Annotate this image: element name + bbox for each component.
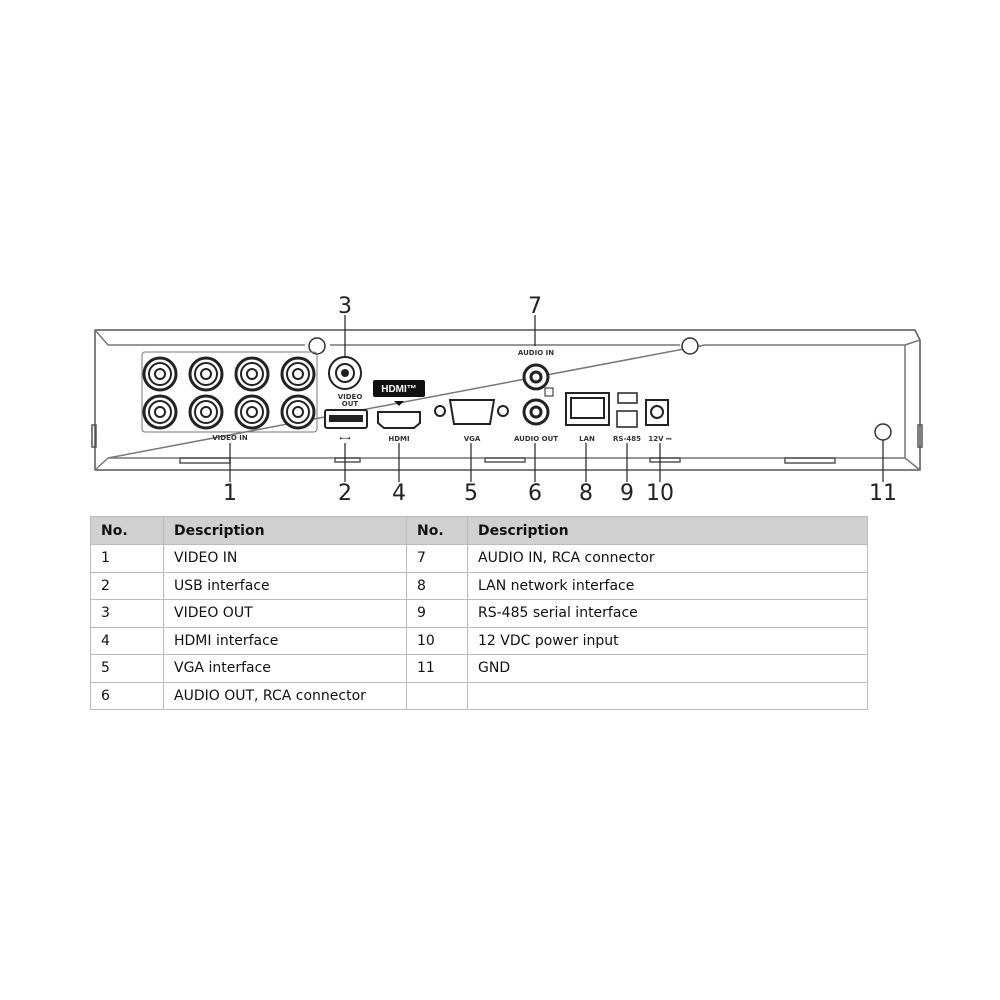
- table-cell-description: LAN network interface: [467, 571, 868, 600]
- callout-7: 7: [528, 294, 542, 319]
- table-cell-no: 8: [406, 571, 468, 600]
- table-cell-description: VIDEO OUT: [163, 599, 407, 628]
- panel-labels: VIDEO IN VIDEO OUT ⭠⭢ HDMI VGA AUDIO IN …: [212, 349, 672, 443]
- video-in-label: VIDEO IN: [212, 434, 248, 442]
- vga-label: VGA: [464, 435, 481, 443]
- callout-lines: [229, 315, 884, 482]
- table-cell-description: GND: [467, 654, 868, 683]
- rs485-label: RS-485: [613, 435, 641, 443]
- lan-port: [565, 392, 610, 426]
- device-chassis: [91, 329, 923, 471]
- bnc-connector-icon: [154, 406, 166, 418]
- rs485-terminal: [616, 392, 638, 428]
- callout-2: 2: [338, 481, 352, 506]
- bnc-connector-icon: [292, 406, 304, 418]
- bnc-connector-icon: [292, 368, 304, 380]
- callout-9: 9: [620, 481, 634, 506]
- bnc-connector-icon: [246, 406, 258, 418]
- audio-in-rca-connector: [522, 363, 550, 391]
- video-in-frame: [141, 351, 318, 433]
- hdmi-logo-text: HDMI™: [381, 384, 417, 395]
- header-no-2: No.: [406, 516, 468, 545]
- power-jack: [645, 399, 669, 426]
- audio-out-label: AUDIO OUT: [514, 435, 558, 443]
- table-cell-no: 10: [406, 626, 468, 655]
- header-description-2: Description: [467, 516, 868, 545]
- power-label: 12V ⎓: [648, 435, 672, 443]
- table-cell-no: 3: [90, 599, 164, 628]
- usb-icon: ⭠⭢: [339, 434, 351, 442]
- ground-mark-icon: [544, 387, 554, 397]
- table-cell-no: 4: [90, 626, 164, 655]
- bnc-connector-icon: [200, 406, 212, 418]
- table-cell-description: [467, 681, 868, 710]
- table-cell-no: 5: [90, 654, 164, 683]
- video-out-label: VIDEO: [338, 393, 363, 401]
- lan-label: LAN: [579, 435, 595, 443]
- table-cell-no: 1: [90, 544, 164, 573]
- usb-port: [324, 409, 368, 429]
- bnc-connector-icon: [154, 368, 166, 380]
- callout-3: 3: [338, 294, 352, 319]
- table-header-row: No. Description No. Description: [90, 516, 868, 545]
- callout-1: 1: [223, 481, 237, 506]
- vga-port: [434, 399, 509, 425]
- callout-11: 11: [869, 481, 897, 506]
- callout-5: 5: [464, 481, 478, 506]
- callout-numbers: 1 2 3 4 5 6 7 8 9 10 11: [223, 294, 897, 506]
- audio-out-rca-connector: [522, 398, 550, 426]
- table-cell-description: USB interface: [163, 571, 407, 600]
- header-no: No.: [90, 516, 164, 545]
- table-cell-no: [406, 681, 468, 710]
- table-cell-no: 9: [406, 599, 468, 628]
- video-in-bnc-connectors: [142, 356, 316, 430]
- video-out-bnc-connector: [328, 356, 362, 390]
- bnc-connector-icon: [200, 368, 212, 380]
- table-cell-description: VGA interface: [163, 654, 407, 683]
- table-cell-description: HDMI interface: [163, 626, 407, 655]
- hdmi-label: HDMI: [388, 435, 409, 443]
- hdmi-logo: HDMI™: [373, 380, 425, 406]
- hdmi-port: [377, 411, 421, 429]
- header-description: Description: [163, 516, 407, 545]
- video-out-label-2: OUT: [342, 400, 359, 408]
- callout-6: 6: [528, 481, 542, 506]
- table-cell-description: 12 VDC power input: [467, 626, 868, 655]
- table-cell-no: 7: [406, 544, 468, 573]
- table-cell-description: AUDIO OUT, RCA connector: [163, 681, 407, 710]
- callout-8: 8: [579, 481, 593, 506]
- callout-4: 4: [392, 481, 406, 506]
- table-cell-no: 6: [90, 681, 164, 710]
- audio-in-label: AUDIO IN: [518, 349, 554, 357]
- table-cell-description: RS-485 serial interface: [467, 599, 868, 628]
- table-cell-no: 2: [90, 571, 164, 600]
- callout-10: 10: [646, 481, 674, 506]
- table-cell-no: 11: [406, 654, 468, 683]
- bnc-connector-icon: [246, 368, 258, 380]
- table-cell-description: AUDIO IN, RCA connector: [467, 544, 868, 573]
- table-cell-description: VIDEO IN: [163, 544, 407, 573]
